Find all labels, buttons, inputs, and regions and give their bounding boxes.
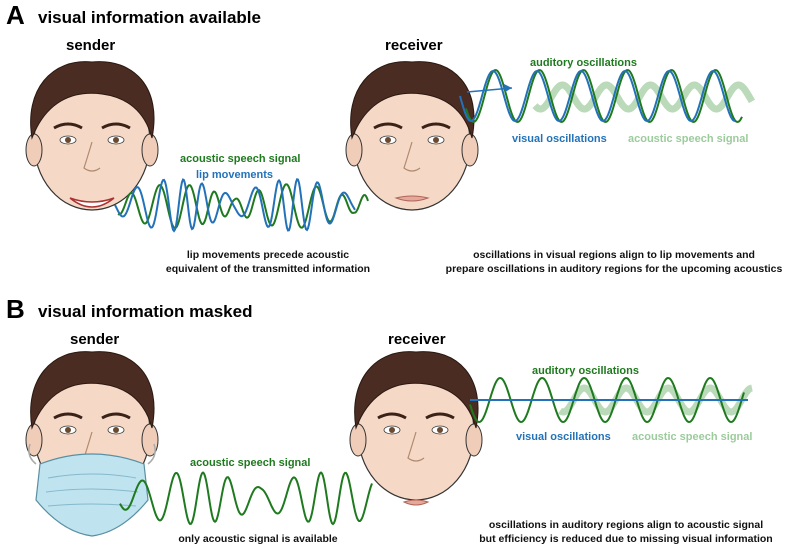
panel-a-receiver-visual-label: visual oscillations xyxy=(512,133,607,145)
panel-a-visual-arrow xyxy=(466,87,513,93)
panel-a-sender-acoustic-wave xyxy=(117,183,369,230)
panel-a-letter: A xyxy=(6,0,25,30)
panel-a-caption-left-line1: lip movements precede acoustic xyxy=(187,249,349,261)
panel-a-caption-right-line2: prepare oscillations in auditory regions… xyxy=(446,263,783,275)
panel-a-visual-arrowhead xyxy=(504,84,512,92)
panel-b-receiver-face xyxy=(348,350,484,506)
panel-b-receiver-acoustic-label: acoustic speech signal xyxy=(632,431,752,443)
panel-b-receiver-visual-label: visual oscillations xyxy=(516,431,611,443)
panel-a-caption-left-line2: equivalent of the transmitted informatio… xyxy=(166,263,370,275)
panel-b-sender-label: sender xyxy=(70,331,119,348)
panel-a-receiver-label: receiver xyxy=(385,37,443,54)
panel-a-receiver-visual-wave xyxy=(459,69,736,123)
panel-a-receiver-face xyxy=(344,60,480,212)
panel-b-receiver-auditory-label: auditory oscillations xyxy=(532,365,639,377)
panel-b-caption-right-line1: oscillations in auditory regions align t… xyxy=(489,519,763,531)
panel-a-sender-lip-wave xyxy=(114,178,356,233)
panel-b-caption-left-line1: only acoustic signal is available xyxy=(178,533,337,545)
panel-b-sender-acoustic-label: acoustic speech signal xyxy=(190,457,310,469)
panel-b-caption-right-line2: but efficiency is reduced due to missing… xyxy=(479,533,772,545)
panel-a-receiver-acoustic-label: acoustic speech signal xyxy=(628,133,748,145)
panel-a-receiver-auditory-label: auditory oscillations xyxy=(530,57,637,69)
panel-a-caption-right-line1: oscillations in visual regions align to … xyxy=(473,249,755,261)
panel-b-letter: B xyxy=(6,294,25,324)
panel-a-sender-acoustic-label: acoustic speech signal xyxy=(180,153,300,165)
panel-b-sender-face xyxy=(24,350,160,537)
panel-b-receiver-label: receiver xyxy=(388,331,446,348)
face-mask-icon xyxy=(35,453,149,537)
panel-a-title: visual information available xyxy=(38,8,261,27)
panel-a-sender-label: sender xyxy=(66,37,115,54)
panel-b-sender-acoustic-wave xyxy=(119,471,373,526)
panel-a-receiver-auditory-wave xyxy=(465,69,743,123)
panel-a-sender-face xyxy=(24,60,160,212)
panel-a-sender-lip-label: lip movements xyxy=(196,169,273,181)
panel-b-title: visual information masked xyxy=(38,302,252,321)
panel-b-receiver-auditory-wave xyxy=(469,376,745,424)
